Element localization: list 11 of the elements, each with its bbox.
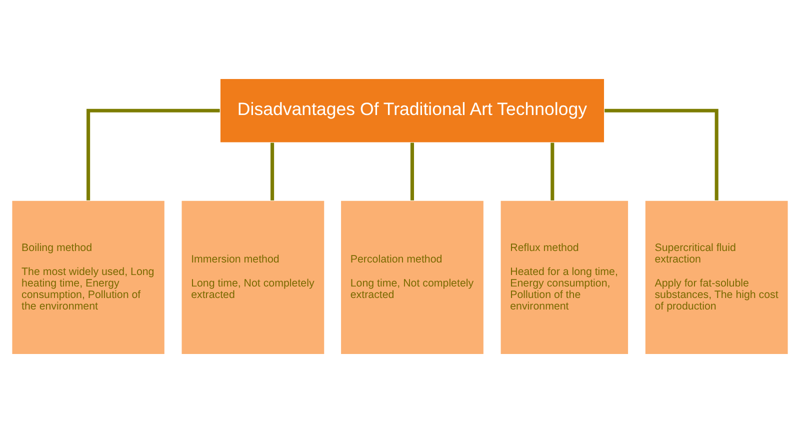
- connector: [604, 108, 718, 200]
- connector: [270, 142, 274, 200]
- node-box: Boiling method The most widely used, Long heating time, Energy consumption, Pollution of the environment: [11, 200, 166, 355]
- node-box: Disadvantages Of Traditional Art Technology: [220, 78, 605, 144]
- node-box: Percolation method Long time, Not completely extracted: [340, 200, 484, 355]
- node-box: Reflux method Heated for a long time, Energy consumption, Pollution of the environment: [500, 200, 629, 355]
- node-box: Immersion method Long time, Not completely extracted: [180, 200, 326, 355]
- connector: [86, 108, 220, 200]
- node-box: Supercritical fluid extraction Apply for fat-soluble substances, The high cost of production: [644, 200, 789, 355]
- connector: [410, 142, 414, 200]
- connector: [550, 142, 554, 200]
